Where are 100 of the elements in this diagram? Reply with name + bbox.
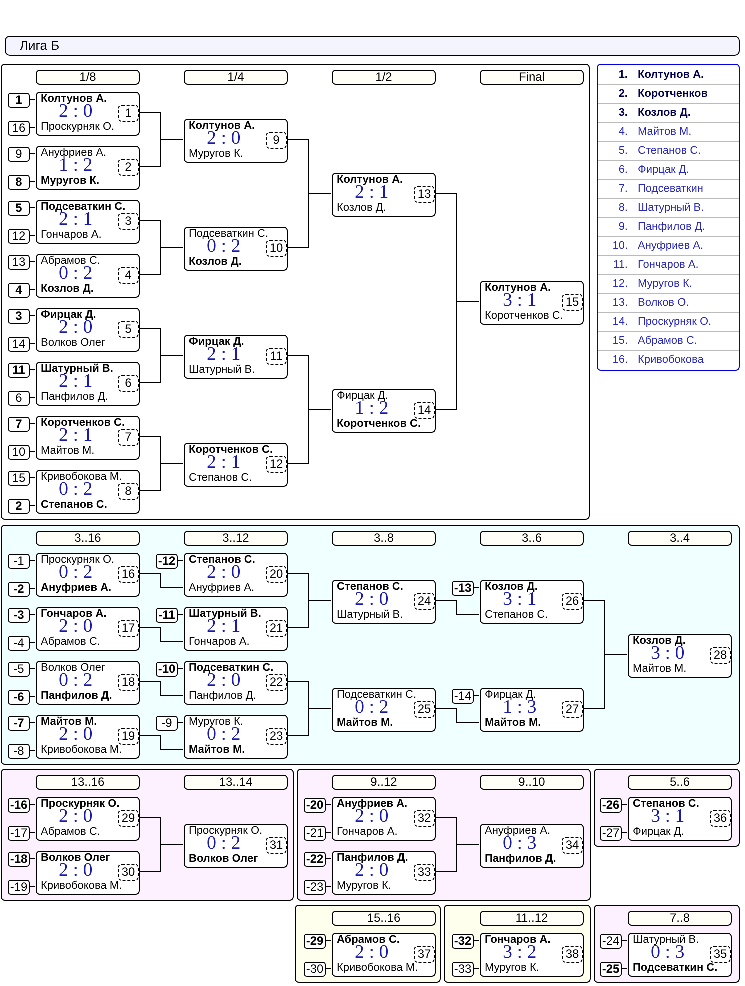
match-box [184, 607, 288, 651]
bracket-panel [1, 525, 740, 765]
match-score: 2 : 0 [355, 592, 389, 608]
round-label: 1/4 [184, 70, 288, 85]
match-score: 2 : 1 [59, 374, 93, 390]
seed-number: -22 [304, 852, 326, 867]
bracket-line [472, 968, 480, 969]
match-score: 3 : 1 [503, 293, 537, 309]
match-box [36, 308, 140, 352]
match-box [36, 553, 140, 597]
bracket-line [176, 722, 184, 723]
bracket-line [138, 628, 184, 642]
seed-number: 15 [8, 471, 30, 486]
player-name: Фирцак Д. [485, 689, 536, 701]
match-box [36, 362, 140, 406]
player-name: Волков Олег [189, 853, 258, 865]
player-name: Абрамов С. [41, 826, 100, 838]
match-number: 12 [266, 456, 287, 473]
bracket-line [28, 289, 36, 290]
bracket-line [28, 99, 36, 100]
match-box [332, 688, 436, 732]
player-name: Козлов Д. [41, 283, 94, 295]
player-name: Шатурный В. [41, 363, 114, 375]
player-name: Муругов К. [638, 278, 692, 290]
player-name: Фирцак Д. [337, 390, 388, 402]
seed-number: 10 [8, 445, 30, 460]
match-number: 13 [414, 186, 435, 203]
player-name: Гончаров А. [189, 636, 250, 648]
seed-number: -6 [8, 690, 30, 705]
match-score: 2 : 0 [207, 565, 241, 581]
round-label: 9..12 [332, 775, 436, 790]
player-name: Панфилов Д. [638, 221, 706, 233]
match-number: 31 [266, 837, 287, 854]
rank-number: 6. [618, 164, 628, 176]
round-label: 15..16 [332, 911, 436, 926]
player-name: Фирцак Д. [41, 309, 96, 321]
match-box [480, 580, 584, 624]
bracket-line [176, 614, 184, 615]
match-box [184, 661, 288, 705]
bracket-line [286, 600, 332, 628]
player-name: Гончаров А. [41, 229, 102, 241]
player-name: Степанов С. [189, 554, 256, 566]
bracket-panel [295, 905, 441, 983]
match-box [184, 715, 288, 759]
bracket-line [176, 560, 184, 561]
seed-number: -4 [8, 636, 30, 651]
match-score: 1 : 2 [59, 158, 93, 174]
rank-number: 13. [612, 297, 628, 309]
match-number: 7 [118, 429, 139, 446]
seed-number: -12 [156, 554, 178, 569]
bracket-line [28, 423, 36, 424]
match-box [36, 92, 140, 136]
match-score: 1 : 2 [355, 401, 389, 417]
seed-number: -29 [304, 934, 326, 949]
bracket-panel [297, 769, 591, 901]
match-score: 2 : 1 [59, 428, 93, 444]
round-label: 1/8 [36, 70, 140, 85]
match-number: 2 [118, 159, 139, 176]
player-name: Подсеваткин [638, 183, 704, 195]
rank-number: 10. [612, 240, 628, 252]
seed-number: -25 [600, 962, 622, 977]
player-name: Волков Олег [41, 662, 106, 674]
match-score: 2 : 0 [355, 945, 389, 961]
match-score: 2 : 0 [59, 809, 93, 825]
match-box [184, 119, 288, 163]
player-name: Абрамов С. [41, 255, 100, 267]
rank-number: 16. [612, 354, 628, 366]
seed-number: 5 [8, 201, 30, 216]
seed-number: -30 [304, 962, 326, 977]
match-number: 11 [266, 348, 287, 365]
match-score: 2 : 0 [207, 131, 241, 147]
bracket-panel [1, 769, 294, 901]
match-box [480, 281, 584, 325]
seed-number: -11 [156, 608, 178, 623]
match-box [36, 661, 140, 705]
bracket-line [28, 235, 36, 236]
player-name: Панфилов Д. [189, 690, 256, 702]
bracket-line [28, 560, 36, 561]
bracket-line [28, 588, 36, 589]
player-name: Коротченков С. [485, 310, 564, 322]
bracket-line [28, 451, 36, 452]
match-score: 3 : 1 [503, 592, 537, 608]
player-name: Майтов М. [41, 716, 98, 728]
round-label: 3..4 [628, 531, 732, 546]
bracket-line [138, 464, 184, 492]
player-name: Кривобокова М. [41, 744, 122, 756]
seed-number: -10 [156, 662, 178, 677]
bracket-line [324, 968, 332, 969]
round-label: 3..6 [480, 531, 584, 546]
player-name: Проскурняк О. [638, 316, 712, 328]
match-number: 3 [118, 213, 139, 230]
match-box [332, 389, 436, 433]
match-score: 2 : 1 [207, 619, 241, 635]
seed-number: 3 [8, 309, 30, 324]
match-box [36, 470, 140, 514]
seed-number: -14 [452, 689, 474, 704]
player-name: Степанов С. [638, 145, 702, 157]
bracket-line [28, 261, 36, 262]
seed-number: 1 [8, 93, 30, 108]
seed-number: -33 [452, 962, 474, 977]
